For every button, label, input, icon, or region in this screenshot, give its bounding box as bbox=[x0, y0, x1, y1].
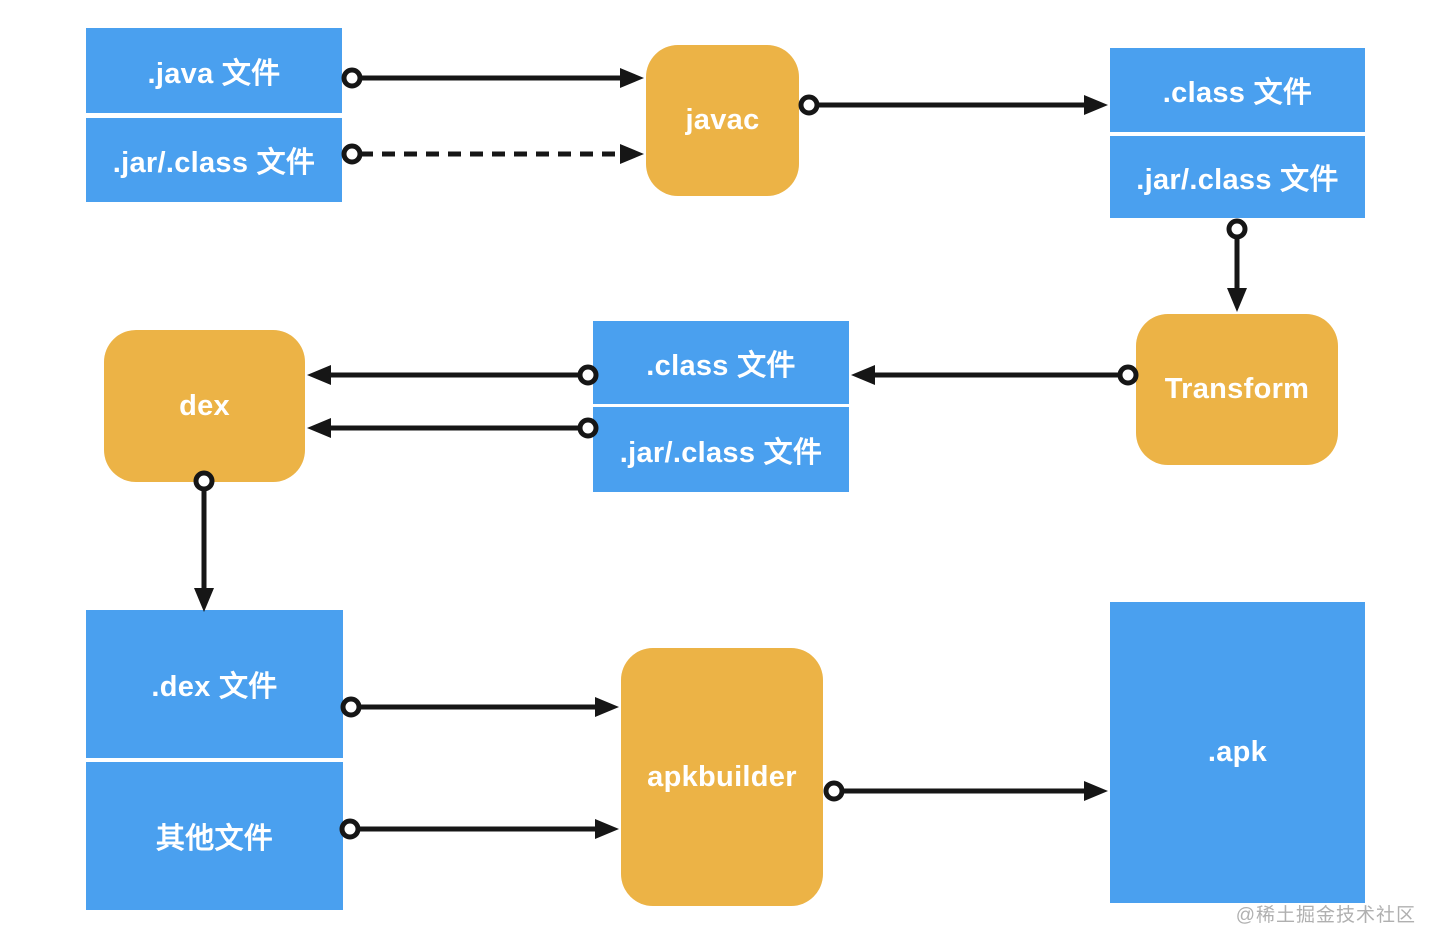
arrow-jar-class-to-javac-dashed bbox=[341, 143, 644, 165]
node-java-file: .java 文件 bbox=[86, 28, 342, 113]
node-other-files: 其他文件 bbox=[86, 762, 343, 910]
arrow-class-file-mid-to-dex bbox=[307, 364, 599, 386]
node-apk: .apk bbox=[1110, 602, 1365, 903]
arrow-java-file-to-javac bbox=[341, 67, 644, 89]
arrow-dex-file-to-apkbuilder bbox=[340, 696, 619, 718]
arrow-jar-class-to-transform bbox=[1226, 218, 1248, 312]
watermark-text: @稀土掘金技术社区 bbox=[1235, 905, 1416, 926]
node-dex: dex bbox=[104, 330, 305, 482]
node-transform: Transform bbox=[1136, 314, 1338, 465]
arrow-javac-to-class-file bbox=[798, 94, 1108, 116]
node-apkbuilder: apkbuilder bbox=[621, 648, 823, 906]
node-class-file-mid: .class 文件 bbox=[593, 321, 849, 404]
arrow-jar-class-mid-to-dex bbox=[307, 417, 599, 439]
arrow-apkbuilder-to-apk bbox=[823, 780, 1108, 802]
node-dex-file: .dex 文件 bbox=[86, 610, 343, 758]
arrow-dex-to-dex-file bbox=[193, 470, 215, 612]
arrow-transform-to-class-file-mid bbox=[851, 364, 1139, 386]
arrow-other-files-to-apkbuilder bbox=[339, 818, 619, 840]
node-jar-class-top-right: .jar/.class 文件 bbox=[1110, 136, 1365, 218]
node-class-file-top: .class 文件 bbox=[1110, 48, 1365, 132]
node-jar-class-top-left: .jar/.class 文件 bbox=[86, 118, 342, 202]
node-javac: javac bbox=[646, 45, 799, 196]
node-jar-class-mid: .jar/.class 文件 bbox=[593, 407, 849, 492]
